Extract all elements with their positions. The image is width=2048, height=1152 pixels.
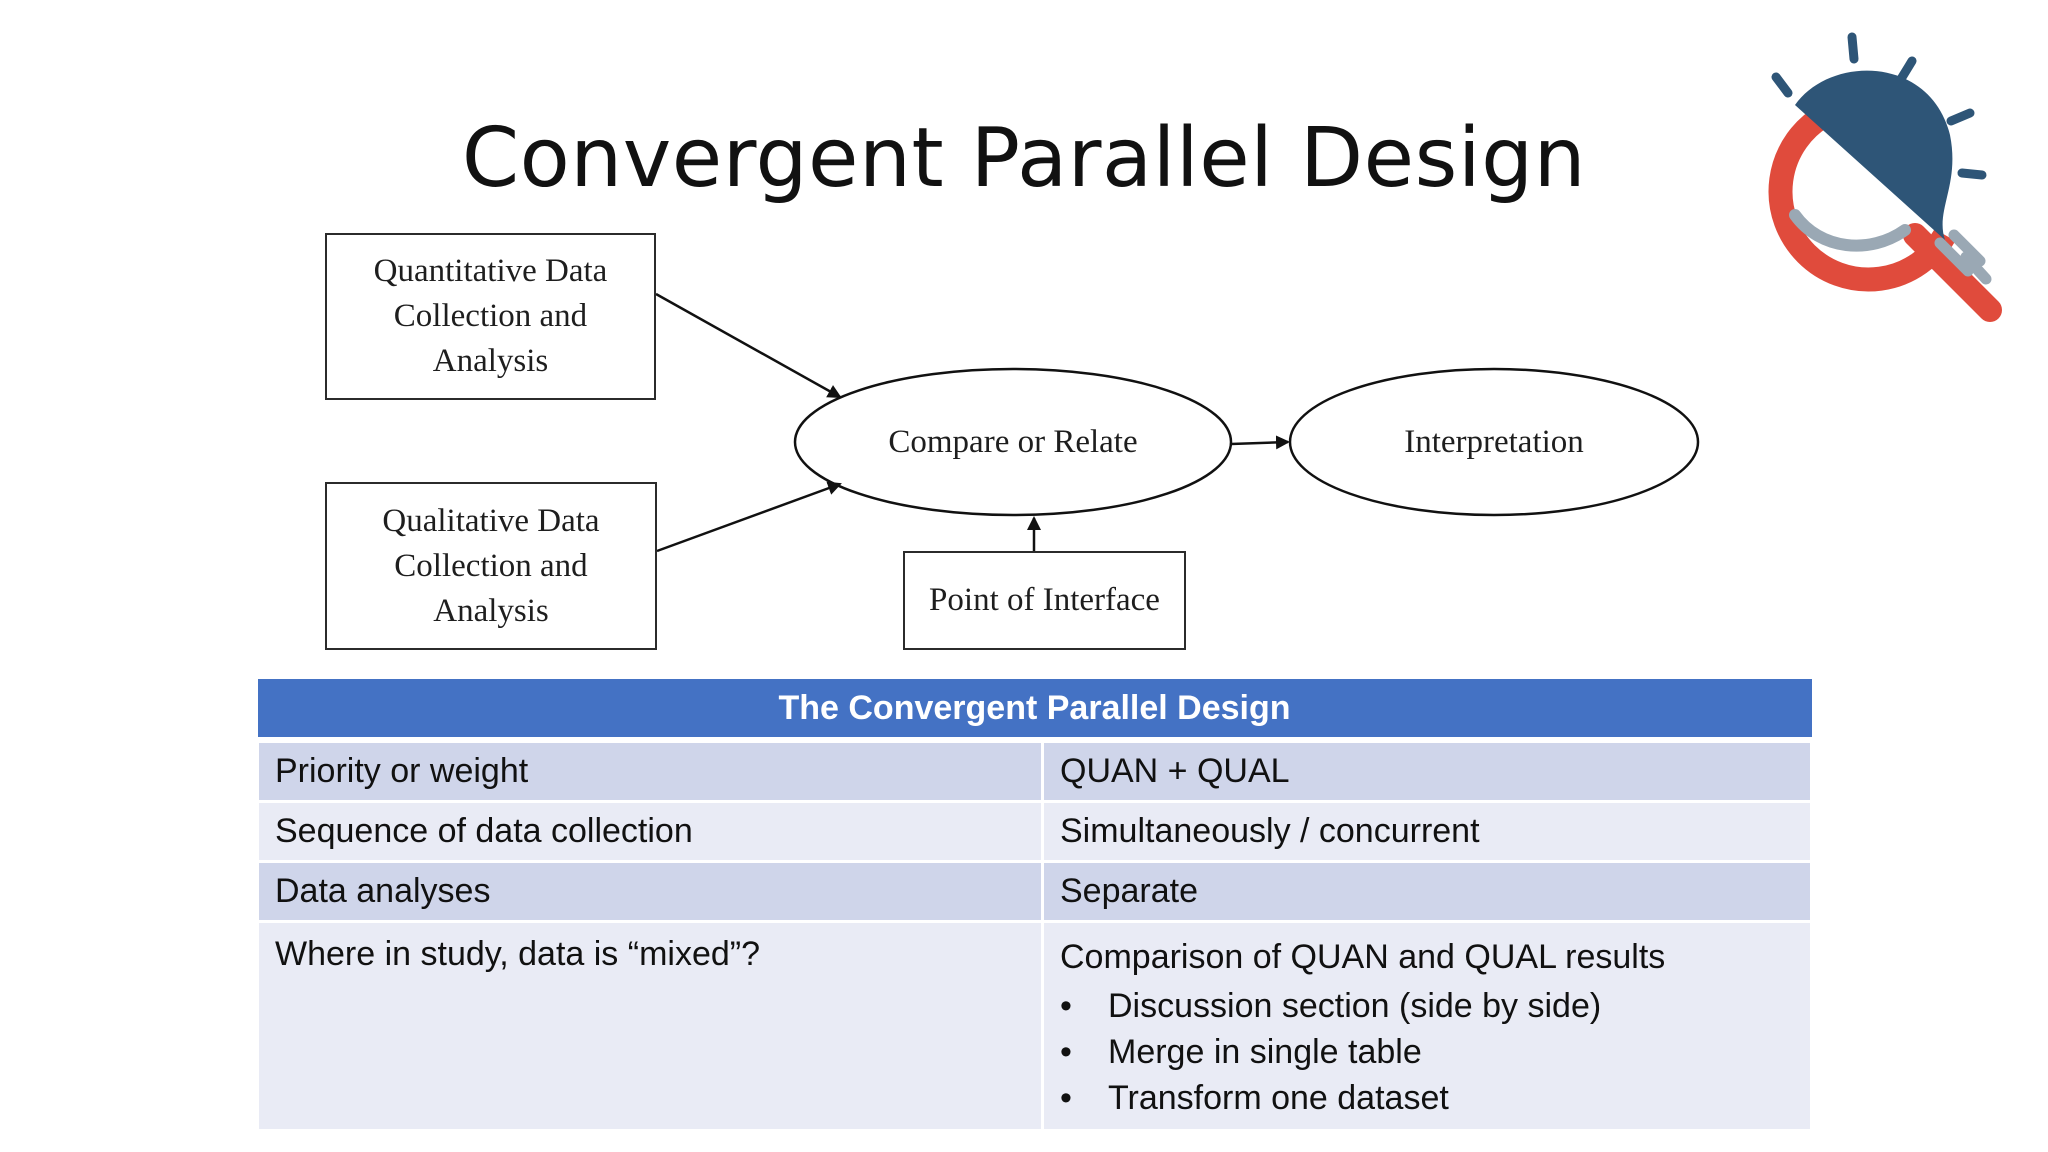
row-value: Separate	[1041, 860, 1813, 923]
diagram-connectors	[655, 292, 1700, 553]
list-item: Discussion section (side by side)	[1060, 983, 1794, 1029]
row-label: Priority or weight	[256, 738, 1044, 803]
arrow-qual-to-compare	[656, 481, 842, 553]
arrow-quant-to-compare	[655, 292, 842, 399]
quantitative-box: Quantitative Data Collection and Analysi…	[325, 233, 656, 400]
table-row: Priority or weight QUAN + QUAL	[256, 738, 1813, 803]
row-value: Comparison of QUAN and QUAL results	[1060, 938, 1666, 976]
bullet-list: Discussion section (side by side) Merge …	[1060, 983, 1794, 1121]
point-of-interface-box: Point of Interface	[903, 551, 1186, 650]
list-item: Transform one dataset	[1060, 1075, 1794, 1121]
row-label: Where in study, data is “mixed”?	[256, 920, 1044, 1132]
row-label: Sequence of data collection	[256, 800, 1044, 863]
convergent-design-diagram: Quantitative Data Collection and Analysi…	[325, 233, 1700, 650]
arrow-compare-to-interpretation	[1230, 435, 1290, 450]
slide-title: Convergent Parallel Design	[461, 111, 1587, 206]
row-value: Simultaneously / concurrent	[1041, 800, 1813, 863]
list-item: Merge in single table	[1060, 1029, 1794, 1075]
row-label: Data analyses	[256, 860, 1044, 923]
table-row: Where in study, data is “mixed”? Compari…	[256, 920, 1813, 1132]
interpretation-label: Interpretation	[1404, 423, 1584, 460]
compare-label: Compare or Relate	[888, 423, 1138, 460]
row-value: QUAN + QUAL	[1041, 738, 1813, 803]
qualitative-box: Qualitative Data Collection and Analysis	[325, 482, 657, 650]
row-value-list: Comparison of QUAN and QUAL results Disc…	[1041, 920, 1813, 1132]
design-summary-table: The Convergent Parallel Design Priority …	[256, 679, 1813, 1132]
compare-ellipse	[793, 367, 1233, 517]
table-header: The Convergent Parallel Design	[257, 679, 1812, 743]
interpretation-ellipse	[1288, 367, 1700, 517]
table-row: Sequence of data collection Simultaneous…	[256, 800, 1813, 863]
lightbulb-magnifier-logo-icon	[1768, 32, 2002, 322]
table-row: Data analyses Separate	[256, 860, 1813, 923]
